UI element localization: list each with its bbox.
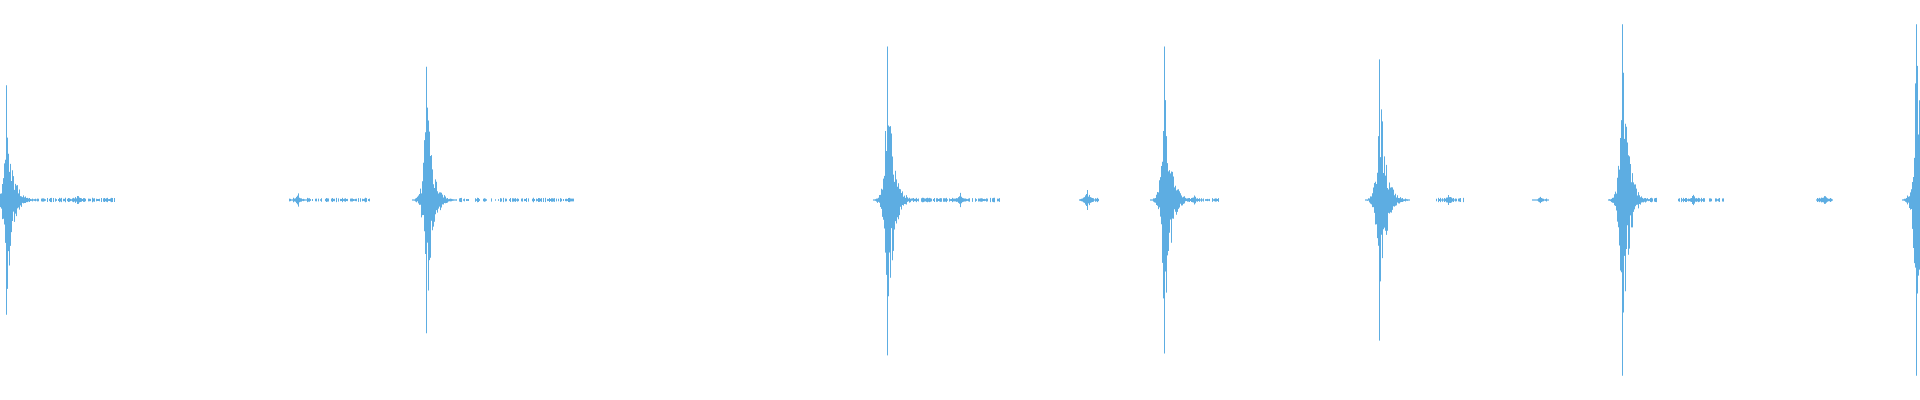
waveform-bars <box>0 24 1920 376</box>
